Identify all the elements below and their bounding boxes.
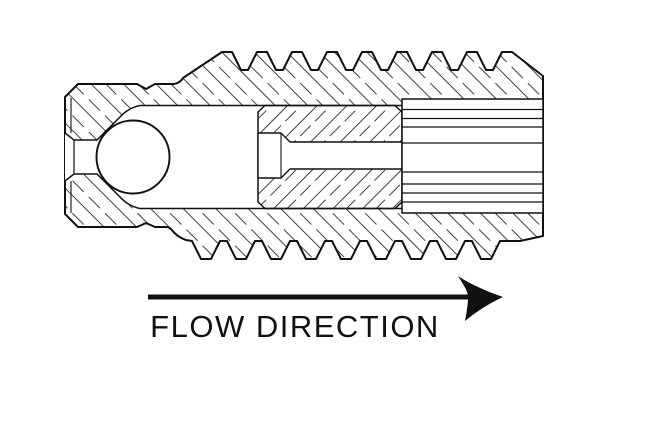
check-ball bbox=[95, 119, 171, 195]
outlet-retainer bbox=[401, 98, 544, 214]
flow-arrow bbox=[148, 276, 503, 321]
cavity-top-edge bbox=[64, 104, 402, 141]
retainer-step-lines bbox=[402, 108, 543, 203]
flow-arrowhead bbox=[458, 276, 503, 321]
flow-direction-label: FLOW DIRECTION bbox=[150, 309, 440, 344]
cavity-bottom-edge bbox=[64, 173, 402, 210]
